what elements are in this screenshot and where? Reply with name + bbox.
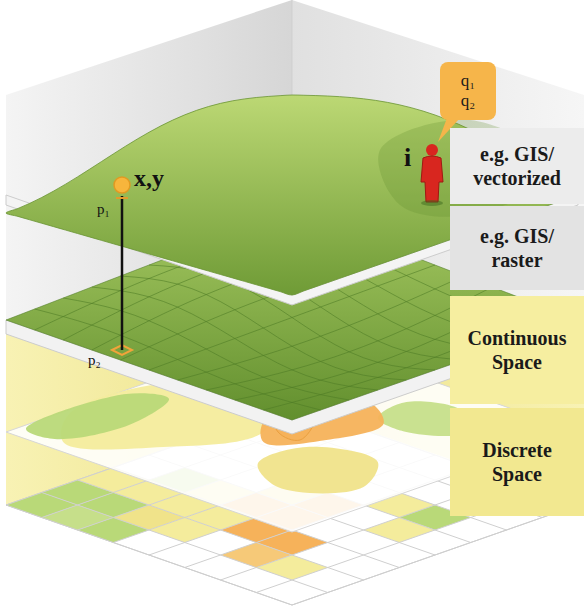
layer-band: Discrete Space <box>450 408 584 516</box>
grid-line <box>6 505 292 605</box>
person-icon <box>421 144 443 206</box>
speech-bubble: q₁q₂ <box>440 62 496 120</box>
person-head <box>426 144 438 156</box>
grid-cell <box>149 518 221 543</box>
layer-band: e.g. GIS/ raster <box>450 206 584 290</box>
person-shadow <box>421 200 443 206</box>
map-region <box>26 393 169 439</box>
grid-cell <box>78 518 150 543</box>
point-label: p₂ <box>88 352 101 369</box>
raster-grid-line <box>292 320 578 420</box>
raster-grid-line <box>63 298 349 400</box>
layer-name: e.g. GIS/ vectorized <box>458 142 576 190</box>
query-text: q₂ <box>461 91 475 111</box>
coordinate-label: x,y <box>134 165 164 192</box>
grid-cell <box>256 555 328 580</box>
map-region <box>258 447 379 494</box>
point-label: p₁ <box>97 201 110 218</box>
person-body <box>421 156 443 202</box>
grid-cell <box>364 518 436 543</box>
query-text: q₁ <box>461 71 475 91</box>
raster-grid-line <box>6 320 292 420</box>
layer-name: e.g. GIS/ raster <box>458 224 576 272</box>
raster-grid-line <box>35 309 321 410</box>
location-pin <box>114 177 130 193</box>
layer-band: Continuous Space <box>450 296 584 404</box>
layer-name: Continuous Space <box>458 326 576 374</box>
individual-label: i <box>404 143 411 173</box>
raster-grid-line <box>92 287 378 390</box>
layer-band: e.g. GIS/ vectorized <box>450 128 584 204</box>
point-markers <box>112 177 132 355</box>
projection-line <box>121 196 124 350</box>
pin-base <box>116 197 128 199</box>
grid-line <box>292 505 578 605</box>
layer-name: Discrete Space <box>458 438 576 486</box>
